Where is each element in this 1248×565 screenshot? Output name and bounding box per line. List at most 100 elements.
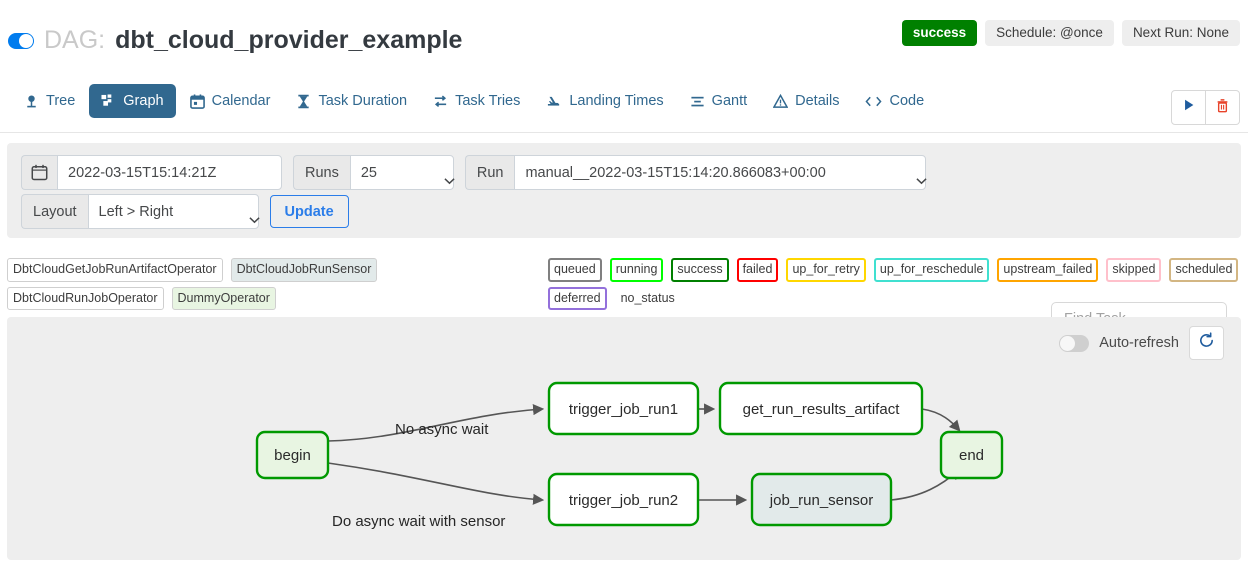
run-group: Run manual__2022-03-15T15:14:20.866083+0… [464, 155, 928, 190]
legend-chip-state-failed[interactable]: failed [736, 258, 779, 282]
filter-panel: 2022-03-15T15:14:21Z Runs 25 Run manual_… [7, 143, 1241, 335]
execution-date-input[interactable]: 2022-03-15T15:14:21Z [57, 155, 282, 190]
auto-refresh-label: Auto-refresh [1099, 335, 1179, 351]
task-node-trigger-job-run2[interactable]: trigger_job_run2 [547, 472, 700, 527]
tab-label: Code [889, 93, 925, 109]
edge-label-no-async-wait: No async wait [395, 421, 489, 438]
task-node-label: end [959, 447, 984, 464]
tab-task-tries[interactable]: Task Tries [421, 84, 532, 118]
trigger-dag-button[interactable] [1171, 90, 1206, 125]
details-icon [773, 93, 789, 109]
page-header: DAG: dbt_cloud_provider_example success … [0, 0, 1248, 72]
graph-edge-labels: No async wait Do async wait with sensor [332, 421, 505, 530]
tab-list: Tree Graph Calendar Task Duration [12, 84, 936, 118]
task-node-begin[interactable]: begin [255, 430, 330, 480]
schedule-badge: Schedule: @once [985, 20, 1114, 46]
operator-legend: DbtCloudGetJobRunArtifactOperator DbtClo… [7, 258, 527, 310]
legend-chip-operator[interactable]: DbtCloudRunJobOperator [7, 286, 164, 310]
layout-label: Layout [21, 194, 88, 229]
landing-icon [546, 94, 562, 109]
tab-landing-times[interactable]: Landing Times [534, 84, 675, 118]
legend-chip-operator[interactable]: DbtCloudJobRunSensor [230, 258, 378, 282]
retry-icon [433, 94, 448, 109]
legend-chip-state-no-status[interactable]: no_status [620, 290, 675, 305]
run-value: manual__2022-03-15T15:14:20.866083+00:00 [525, 164, 826, 181]
task-node-label: job_run_sensor [769, 492, 873, 509]
legend-chip-operator[interactable]: DbtCloudGetJobRunArtifactOperator [7, 258, 223, 282]
graph-nodes: begin trigger_job_run1 get_run_results_a… [255, 381, 1004, 527]
tab-tree[interactable]: Tree [12, 84, 87, 118]
task-node-job-run-sensor[interactable]: job_run_sensor [750, 472, 893, 527]
tab-label: Calendar [211, 93, 271, 109]
dag-pause-toggle[interactable] [8, 32, 34, 49]
tab-action-buttons [1171, 90, 1240, 125]
legend-chip-state-upstream-failed[interactable]: upstream_failed [997, 258, 1099, 282]
tab-label: Task Duration [318, 93, 408, 109]
task-node-label: trigger_job_run2 [569, 492, 678, 509]
run-label: Run [464, 155, 515, 190]
graph-icon [101, 93, 116, 109]
tab-label: Details [795, 93, 840, 109]
task-node-trigger-job-run1[interactable]: trigger_job_run1 [547, 381, 700, 436]
auto-refresh-toggle[interactable] [1059, 334, 1090, 352]
state-legend: queued running success failed up_for_ret… [548, 258, 1248, 310]
task-node-label: get_run_results_artifact [743, 401, 901, 418]
layout-group: Layout Left > Right [21, 194, 260, 229]
edge-artifact-to-end [921, 408, 961, 432]
tab-calendar[interactable]: Calendar [178, 84, 283, 118]
tab-task-duration[interactable]: Task Duration [284, 84, 419, 118]
gantt-icon [690, 94, 705, 109]
refresh-icon [1198, 332, 1215, 354]
task-node-get-run-results-artifact[interactable]: get_run_results_artifact [718, 381, 924, 436]
layout-select[interactable]: Left > Right [87, 194, 260, 229]
edge-begin-to-trigger2 [327, 462, 545, 505]
legend-chip-state-success[interactable]: success [671, 258, 729, 282]
header-badges: success Schedule: @once Next Run: None [901, 20, 1240, 46]
dag-prefix-label: DAG: [44, 26, 106, 54]
filter-row-primary: 2022-03-15T15:14:21Z Runs 25 Run manual_… [21, 155, 937, 190]
tree-icon [24, 94, 39, 109]
tab-label: Graph [123, 93, 164, 109]
runs-value: 25 [360, 164, 377, 181]
legend-chip-state-up-for-retry[interactable]: up_for_retry [786, 258, 866, 282]
tab-code[interactable]: Code [853, 84, 936, 118]
trash-icon [1215, 98, 1230, 118]
edge-label-do-async-wait: Do async wait with sensor [332, 513, 505, 530]
task-node-end[interactable]: end [939, 430, 1004, 480]
task-node-label: trigger_job_run1 [569, 401, 678, 418]
code-icon [865, 94, 883, 109]
dag-name-label: dbt_cloud_provider_example [115, 26, 463, 54]
legend-chip-state-skipped[interactable]: skipped [1106, 258, 1162, 282]
legend-chip-state-queued[interactable]: queued [548, 258, 602, 282]
runs-label: Runs [293, 155, 350, 190]
graph-controls: Auto-refresh [1059, 326, 1224, 360]
tab-graph[interactable]: Graph [89, 84, 176, 118]
legend-chip-state-deferred[interactable]: deferred [548, 286, 607, 310]
delete-dag-button[interactable] [1206, 90, 1240, 125]
legend-chip-state-running[interactable]: running [609, 258, 664, 282]
tab-details[interactable]: Details [761, 84, 851, 118]
graph-panel: Auto-refresh [7, 317, 1241, 560]
calendar-icon [189, 93, 205, 109]
layout-value: Left > Right [98, 203, 174, 220]
runs-group: Runs 25 [293, 155, 455, 190]
refresh-button[interactable] [1189, 326, 1224, 360]
update-button[interactable]: Update [269, 195, 349, 228]
hourglass-icon [296, 94, 311, 109]
tab-gantt[interactable]: Gantt [678, 84, 759, 118]
calendar-icon [21, 155, 57, 190]
legend-chip-operator[interactable]: DummyOperator [171, 286, 276, 310]
dag-title: DAG: dbt_cloud_provider_example [8, 26, 462, 55]
runs-select[interactable]: 25 [349, 155, 455, 190]
task-node-label: begin [274, 447, 311, 464]
edge-begin-to-trigger1 [327, 404, 545, 442]
tab-label: Gantt [711, 93, 748, 109]
tab-label: Task Tries [455, 93, 521, 109]
dag-graph-canvas[interactable]: No async wait Do async wait with sensor … [7, 317, 1241, 560]
tab-bar: Tree Graph Calendar Task Duration [0, 80, 1248, 133]
legend-chip-state-up-for-reschedule[interactable]: up_for_reschedule [873, 258, 990, 282]
run-select[interactable]: manual__2022-03-15T15:14:20.866083+00:00 [514, 155, 928, 190]
tab-label: Landing Times [569, 93, 664, 109]
legend-chip-state-scheduled[interactable]: scheduled [1169, 258, 1239, 282]
